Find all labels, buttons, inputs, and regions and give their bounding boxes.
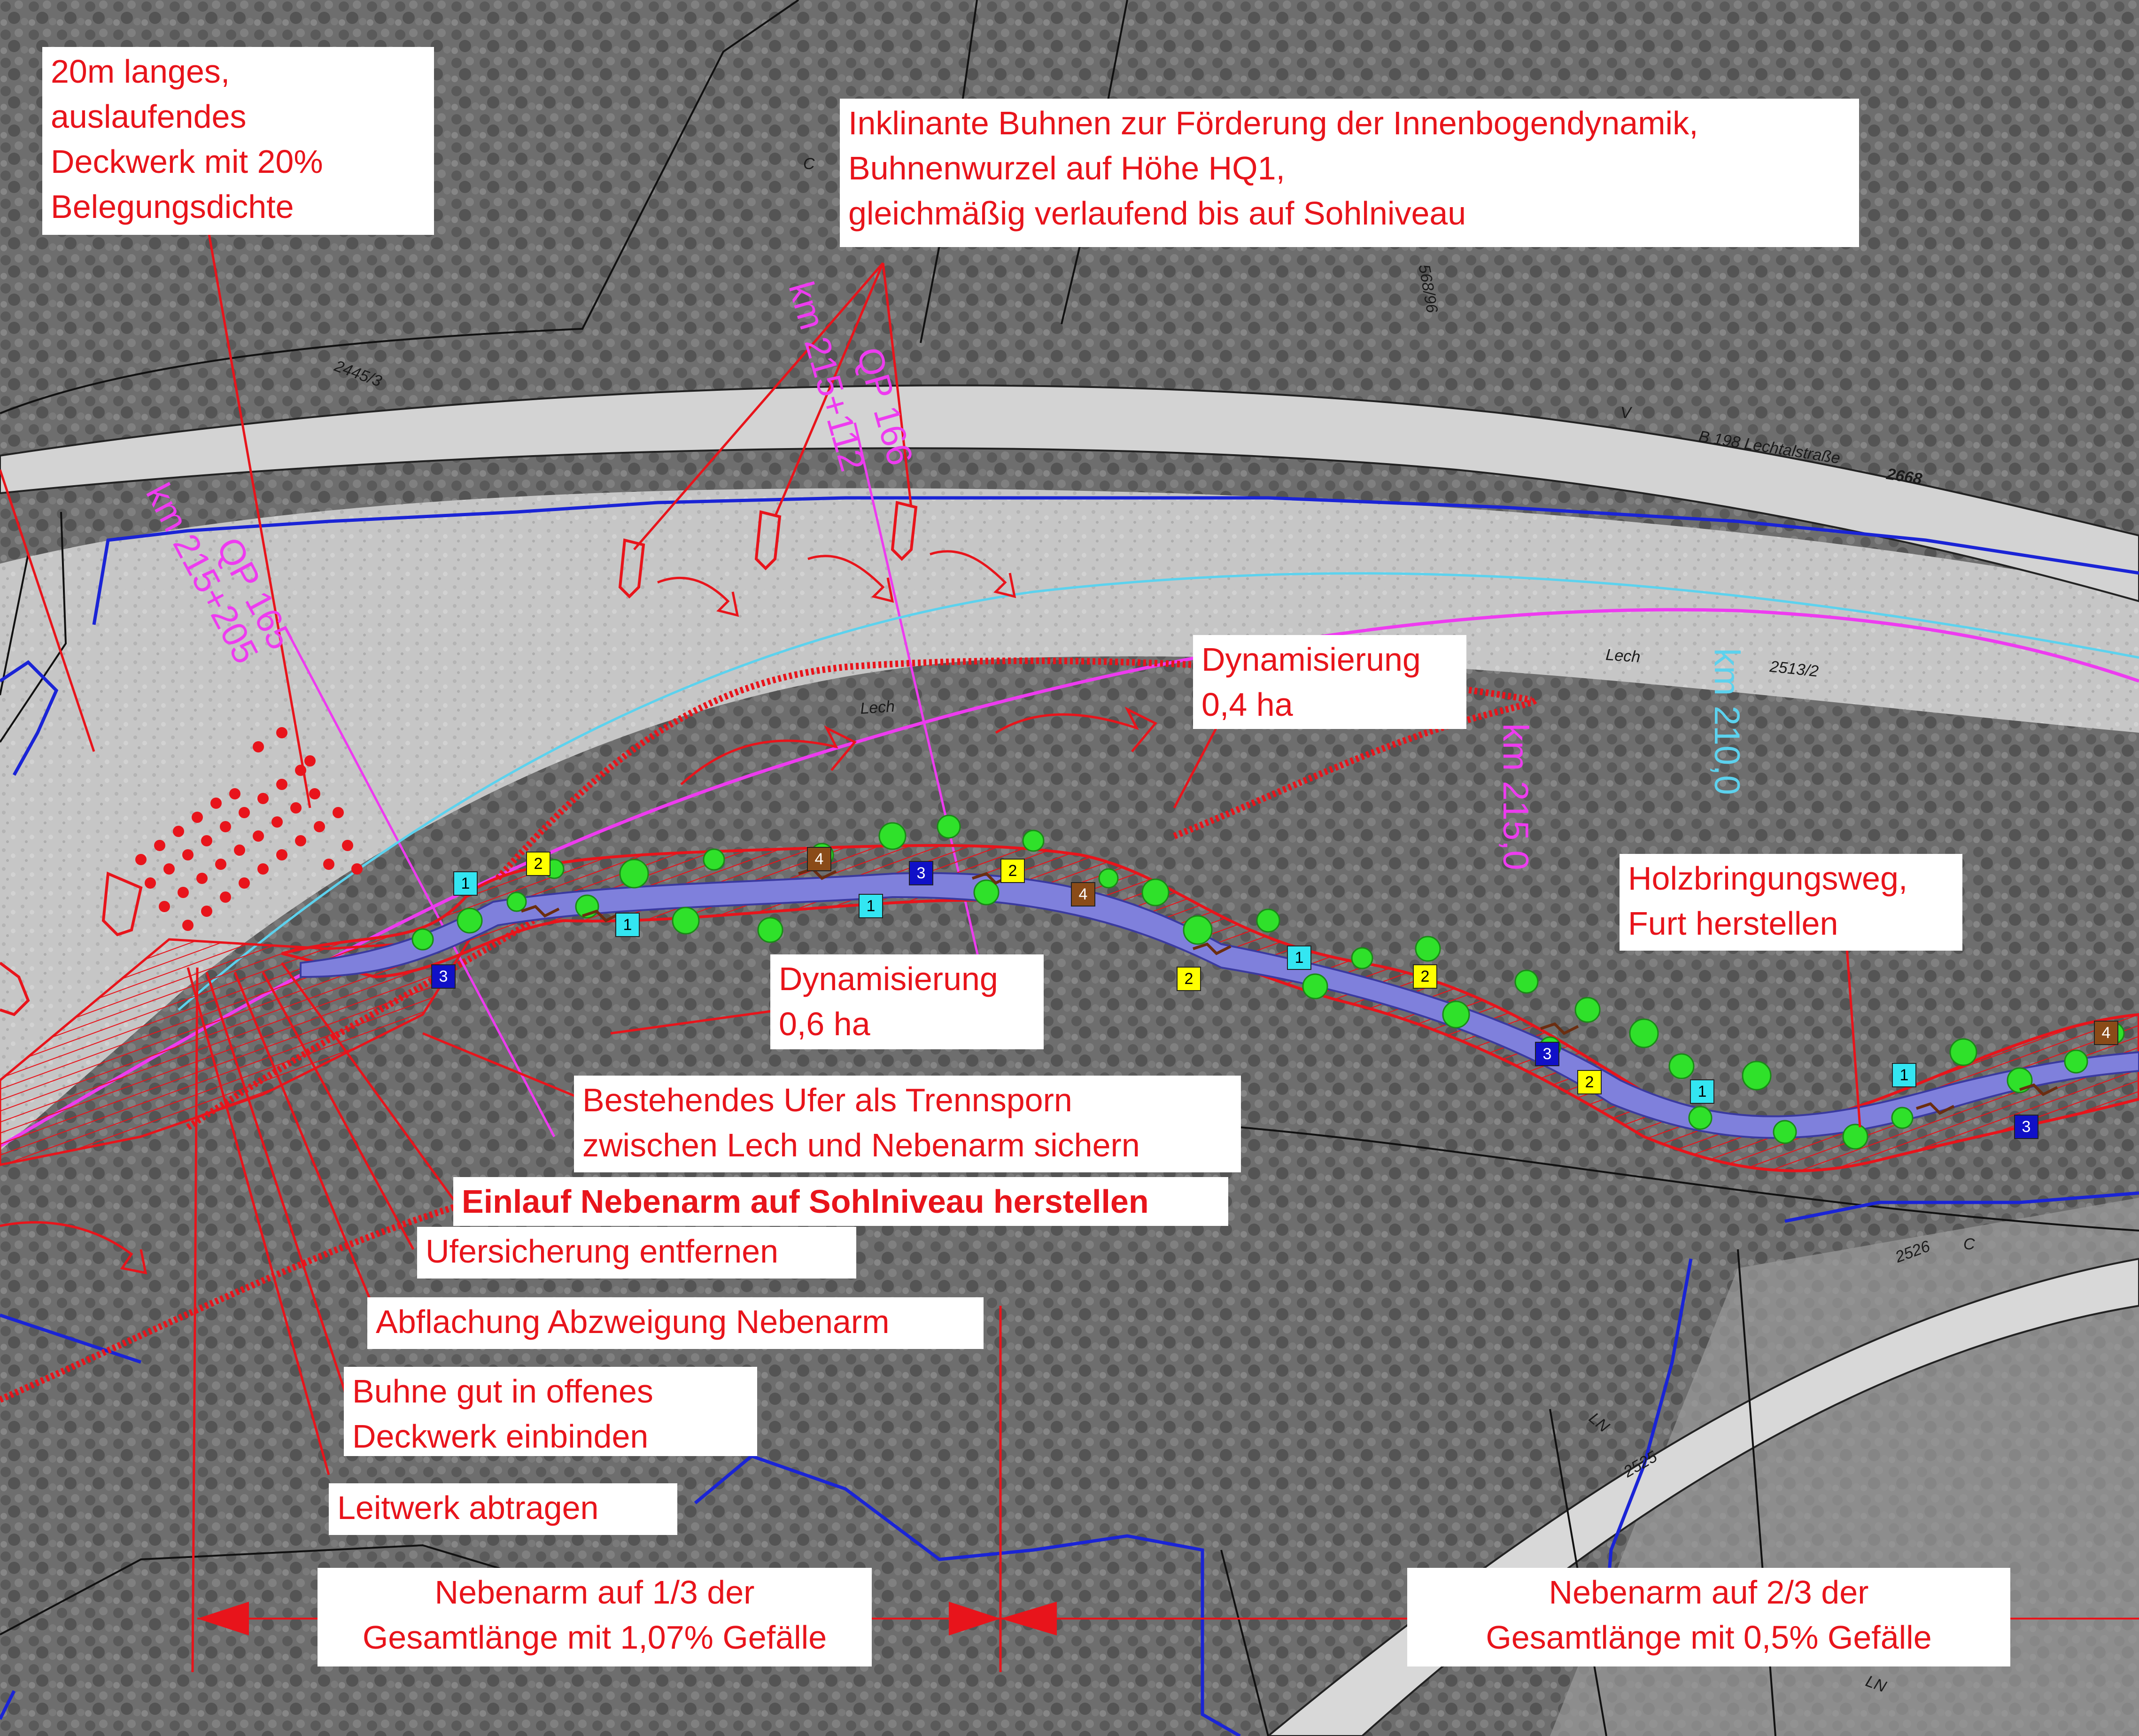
veg-badge-type-1: 1 [615,913,640,937]
holzbringung-annotation: Holzbringungsweg, Furt herstellen [1620,854,1962,951]
trennsporn-annotation: Bestehendes Ufer als Trennsporn zwischen… [574,1076,1241,1172]
nebenarm-23-annotation: Nebenarm auf 2/3 der Gesamtlänge mit 0,5… [1407,1568,2010,1666]
embankment-hatch [0,938,472,1166]
veg-badge-type-1: 1 [1690,1079,1714,1104]
nebenarm-13-annotation: Nebenarm auf 1/3 der Gesamtlänge mit 1,0… [318,1568,872,1666]
veg-badge-type-2: 2 [1413,964,1437,989]
veg-badge-type-4: 4 [807,847,831,871]
dynamisierung-04-annotation: Dynamisierung 0,4 ha [1193,635,1466,729]
veg-badge-type-3: 3 [431,964,456,989]
deckwerk-dots [135,727,363,931]
veg-badge-type-1: 1 [1287,946,1311,970]
vegetation [411,814,2125,1150]
veg-badge-type-2: 2 [1000,859,1025,883]
km2150-label: km 215,0 [1496,723,1535,870]
deckwerk-annotation: 20m langes, auslaufendes Deckwerk mit 20… [42,47,434,235]
buhne-deckwerk-annotation: Buhne gut in offenes Deckwerk einbinden [344,1367,757,1456]
veg-badge-type-3: 3 [2014,1115,2038,1139]
flow-arrows [0,550,1157,1275]
einlauf-annotation: Einlauf Nebenarm auf Sohlniveau herstell… [453,1177,1228,1226]
veg-badge-type-2: 2 [1177,967,1201,991]
veg-badge-type-2: 2 [1577,1070,1602,1094]
c-mark-2: C [1963,1235,1975,1253]
veg-badge-type-1: 1 [859,894,883,918]
dynamisierung-06-annotation: Dynamisierung 0,6 ha [770,954,1044,1049]
c-mark-1: C [803,155,815,173]
veg-badge-type-2: 2 [526,852,550,876]
riverbed-gravel [0,488,2139,1151]
river-name-label-1: Lech [1605,646,1641,666]
km2100-label: km 210,0 [1707,648,1747,795]
cyan-line [178,572,2139,1011]
veg-badge-type-1: 1 [453,871,478,896]
veg-badge-type-3: 3 [1535,1042,1559,1066]
ufersicherung-annotation: Ufersicherung entfernen [417,1227,856,1279]
veg-badge-type-1: 1 [1892,1063,1916,1087]
road [0,384,2139,603]
veg-badge-type-4: 4 [1071,882,1095,907]
veg-badge-type-4: 4 [2094,1021,2118,1045]
buhnen-annotation: Inklinante Buhnen zur Förderung der Inne… [840,99,1859,247]
v-mark: V [1620,404,1631,422]
river-name-label-2: Lech [860,697,896,718]
abflachung-annotation: Abflachung Abzweigung Nebenarm [367,1297,984,1349]
leitwerk-annotation: Leitwerk abtragen [329,1483,677,1535]
veg-badge-type-3: 3 [909,861,933,885]
